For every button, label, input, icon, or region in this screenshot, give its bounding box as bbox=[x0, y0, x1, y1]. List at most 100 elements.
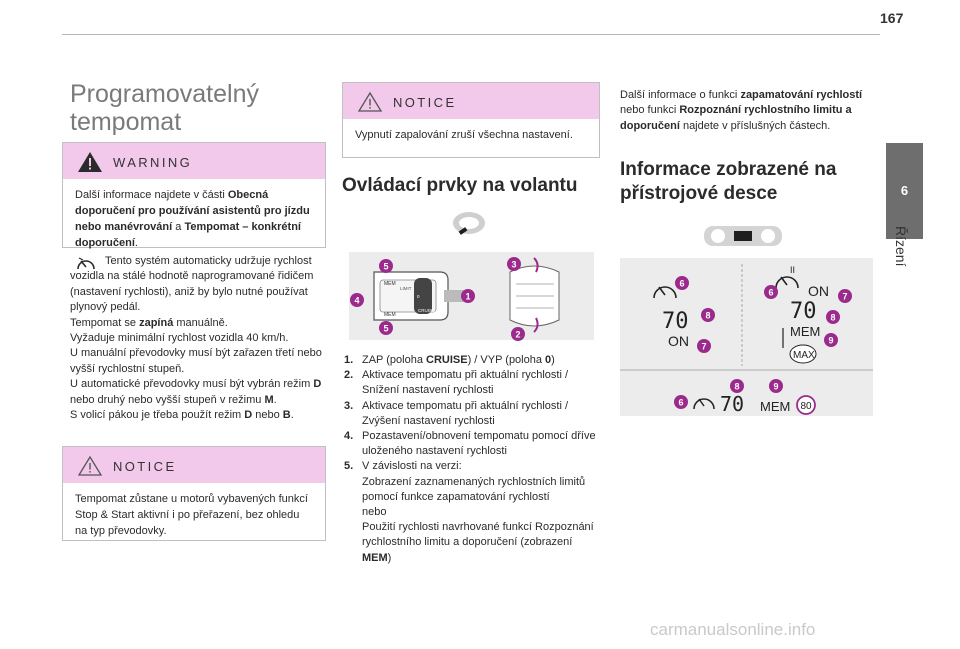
svg-text:6: 6 bbox=[678, 398, 683, 408]
page-number: 167 bbox=[880, 10, 904, 26]
dashboard-display-figure: 70 ON 6 8 7 II ON 70 MEM MAX 6 7 8 9 70 … bbox=[620, 258, 873, 416]
intro-line: . bbox=[273, 393, 277, 406]
notice-header-2: NOTICE bbox=[343, 83, 599, 119]
warning-link-general: Obecná doporučení pro používání asistent… bbox=[75, 189, 310, 233]
speed-sign-value: 80 bbox=[800, 401, 812, 412]
chapter-label: Řízení bbox=[893, 226, 909, 267]
lever-label-mem-bottom: MEM bbox=[384, 312, 396, 318]
warning-text-part: a bbox=[172, 221, 185, 233]
svg-text:9: 9 bbox=[828, 336, 833, 346]
info-link-recognition: Rozpoznání rychlostního limitu a doporuč… bbox=[620, 104, 852, 132]
svg-text:1: 1 bbox=[465, 292, 470, 302]
notice-icon bbox=[77, 455, 103, 476]
badge-8: 8 bbox=[701, 308, 715, 322]
instrument-cluster-icon bbox=[704, 226, 782, 246]
mem-label-bottom: MEM bbox=[760, 399, 790, 414]
badge-2: 2 bbox=[511, 327, 525, 341]
lever-label-mem-top: MEM bbox=[384, 281, 396, 287]
cruise-gauge-icon-right bbox=[775, 276, 799, 289]
notice-text: Tempomat zůstane u motorů vybavených fun… bbox=[75, 493, 308, 537]
badge-1: 1 bbox=[461, 289, 475, 303]
warning-title: WARNING bbox=[113, 155, 193, 170]
svg-text:7: 7 bbox=[701, 342, 706, 352]
pause-symbol: II bbox=[790, 265, 795, 275]
badge-7: 7 bbox=[697, 339, 711, 353]
badge-6-bottom: 6 bbox=[674, 395, 688, 409]
intro-line: . bbox=[290, 409, 294, 422]
info-link-memory: zapamatování rychlostí bbox=[740, 89, 863, 101]
svg-text:6: 6 bbox=[768, 288, 773, 298]
intro-bold: B bbox=[282, 409, 291, 422]
svg-text:8: 8 bbox=[830, 313, 835, 323]
intro-line: S volicí pákou je třeba použít režim bbox=[70, 409, 245, 422]
steering-wheel-icon bbox=[453, 212, 485, 235]
warning-icon bbox=[78, 152, 102, 172]
cruise-gauge-icon-bottom bbox=[693, 398, 715, 410]
list-item: 5.V závislosti na verzi:Zobrazení zaznam… bbox=[344, 460, 594, 564]
svg-text:8: 8 bbox=[705, 311, 710, 321]
chapter-tab[interactable]: 6 bbox=[886, 143, 923, 239]
intro-line: U manuální převodovky musí být zařazen t… bbox=[70, 347, 322, 375]
badge-4: 4 bbox=[350, 293, 364, 307]
notice-title-2: NOTICE bbox=[393, 95, 457, 110]
info-line: najdete v příslušných částech. bbox=[679, 119, 831, 132]
notice-box: NOTICE Tempomat zůstane u motorů vybaven… bbox=[62, 446, 326, 541]
intro-line: U automatické převodovky musí být vybrán… bbox=[70, 378, 314, 391]
max-label: MAX bbox=[793, 350, 815, 361]
intro-text: Tento systém automaticky udržuje rychlos… bbox=[70, 254, 328, 423]
warning-text-part: Další informace najdete v části bbox=[75, 189, 228, 201]
speed-value-bottom: 70 bbox=[720, 392, 744, 416]
badge-6-right: 6 bbox=[764, 285, 778, 299]
list-item: 4.Pozastavení/obnovení tempomatu pomocí … bbox=[344, 430, 596, 458]
warning-text: Další informace najdete v části Obecná d… bbox=[63, 179, 325, 261]
warning-box: WARNING Další informace najdete v části … bbox=[62, 142, 326, 249]
svg-text:9: 9 bbox=[773, 382, 778, 392]
svg-text:4: 4 bbox=[354, 296, 359, 306]
intro-line: manuálně. bbox=[173, 316, 228, 329]
section-heading-display: Informace zobrazené na přístrojové desce bbox=[620, 159, 837, 204]
speed-value-left: 70 bbox=[662, 309, 689, 334]
on-label-right: ON bbox=[808, 283, 829, 299]
badge-9-bottom: 9 bbox=[769, 379, 783, 393]
intro-bold: zapíná bbox=[139, 316, 174, 329]
badge-8-right: 8 bbox=[826, 310, 840, 324]
intro-line: Vyžaduje minimální rychlost vozidla 40 k… bbox=[70, 332, 289, 345]
lever-label-cruise: CRUISE bbox=[418, 308, 435, 313]
intro-bold: M bbox=[264, 393, 274, 406]
svg-text:7: 7 bbox=[842, 292, 847, 302]
svg-text:2: 2 bbox=[515, 330, 520, 340]
notice-text-2: Vypnutí zapalování zruší všechna nastave… bbox=[355, 129, 573, 141]
intro-bold: D bbox=[313, 378, 322, 391]
page-title: Programovatelný tempomat bbox=[70, 80, 259, 136]
warning-link-cruise: Tempomat – konkrétní doporučení bbox=[75, 221, 301, 249]
warning-text-part: . bbox=[134, 237, 138, 249]
info-text: Další informace o funkci zapamatování ry… bbox=[620, 88, 878, 134]
list-item: 2.Aktivace tempomatu při aktuální rychlo… bbox=[344, 369, 569, 397]
badge-3: 3 bbox=[507, 257, 521, 271]
notice-header: NOTICE bbox=[63, 447, 325, 483]
intro-line: Tento systém automaticky udržuje rychlos… bbox=[70, 255, 314, 314]
svg-text:6: 6 bbox=[679, 279, 684, 289]
mem-label-right: MEM bbox=[790, 324, 820, 339]
lever-label-zero: 0 bbox=[417, 294, 420, 299]
svg-text:3: 3 bbox=[511, 260, 516, 270]
svg-text:5: 5 bbox=[383, 262, 388, 272]
badge-6: 6 bbox=[675, 276, 689, 290]
on-label-left: ON bbox=[668, 333, 689, 349]
list-item: 1.ZAP (poloha CRUISE) / VYP (poloha 0) bbox=[344, 354, 555, 366]
info-line: Další informace o funkci bbox=[620, 89, 741, 101]
intro-line: nebo bbox=[252, 409, 283, 422]
intro-bold: D bbox=[244, 409, 253, 422]
badge-9-right: 9 bbox=[824, 333, 838, 347]
notice-icon bbox=[357, 91, 383, 112]
badge-5-bottom: 5 bbox=[379, 321, 393, 335]
cruise-gauge-icon-left bbox=[653, 286, 677, 299]
cruise-lever-figure: MEM MEM 0 LIMIT CRUISE 5 4 1 5 3 2 bbox=[349, 252, 594, 341]
warning-header: WARNING bbox=[63, 143, 325, 179]
info-line: nebo funkci bbox=[620, 104, 680, 117]
header-divider bbox=[62, 34, 880, 35]
svg-text:8: 8 bbox=[734, 382, 739, 392]
watermark: carmanualsonline.info bbox=[650, 620, 816, 639]
badge-7-right: 7 bbox=[838, 289, 852, 303]
speedometer-icon bbox=[77, 257, 95, 270]
